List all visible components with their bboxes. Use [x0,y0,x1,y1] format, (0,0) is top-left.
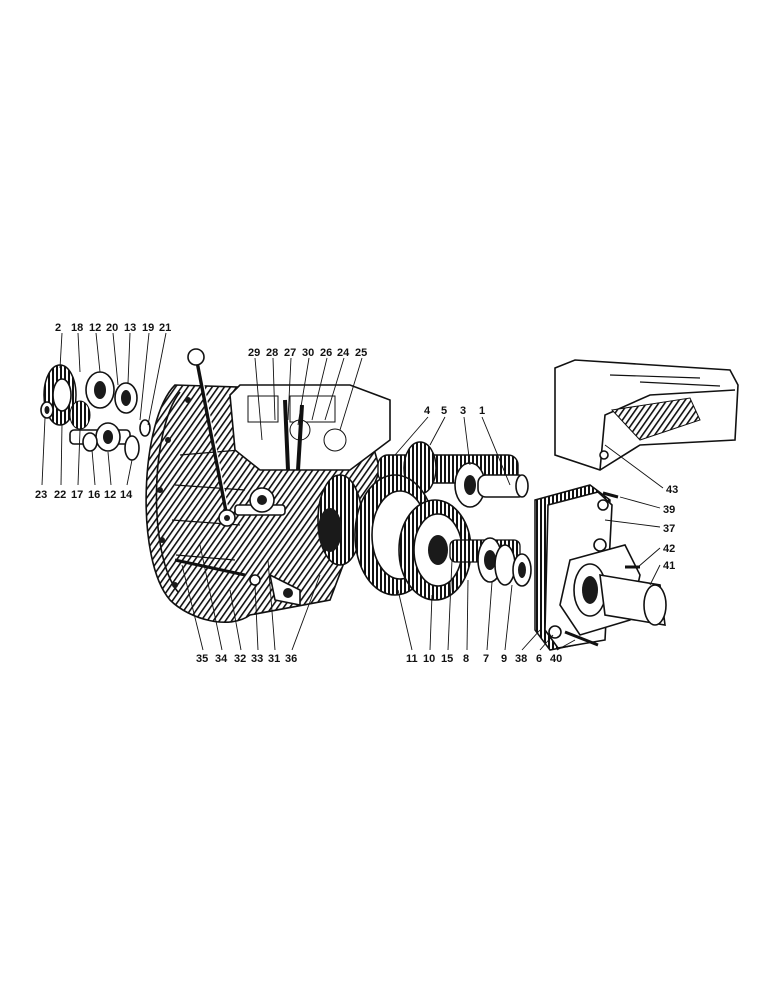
callout-29: 29 [248,347,260,359]
callout-9: 9 [501,653,507,665]
leader-lines [41,332,664,651]
callout-12: 12 [89,322,101,334]
callout-4: 4 [424,405,431,417]
left-gear-cluster [40,364,151,461]
callout-labels: 2 18 12 20 13 19 21 29 28 27 30 26 24 25… [35,322,678,665]
callout-15: 15 [441,653,453,665]
shaft-gear-set [354,441,532,601]
callout-10: 10 [423,653,435,665]
callout-19: 19 [142,322,154,334]
callout-35: 35 [196,653,208,665]
callout-42: 42 [663,543,675,555]
callout-12b: 12 [104,489,116,501]
gear-lever [174,348,286,577]
callout-37: 37 [663,523,675,535]
callout-34: 34 [215,653,228,665]
callout-27: 27 [284,347,296,359]
callout-14: 14 [120,489,133,501]
callout-40: 40 [550,653,562,665]
callout-8: 8 [463,653,469,665]
callout-41: 41 [663,560,675,572]
callout-32: 32 [234,653,246,665]
callout-33: 33 [251,653,263,665]
cover-plate [534,484,667,651]
callout-36: 36 [285,653,297,665]
callout-23: 23 [35,489,47,501]
callout-30: 30 [302,347,314,359]
callout-22: 22 [54,489,66,501]
callout-20: 20 [106,322,118,334]
callout-38: 38 [515,653,527,665]
callout-2: 2 [55,322,61,334]
callout-18: 18 [71,322,83,334]
callout-17: 17 [71,489,83,501]
callout-16: 16 [88,489,100,501]
callout-7: 7 [483,653,489,665]
callout-26: 26 [320,347,332,359]
callout-25: 25 [355,347,367,359]
callout-28: 28 [266,347,278,359]
callout-6: 6 [536,653,542,665]
callout-24: 24 [337,347,350,359]
callout-43: 43 [666,484,678,496]
callout-39: 39 [663,504,675,516]
callout-1: 1 [479,405,485,417]
callout-5: 5 [441,405,447,417]
callout-21: 21 [159,322,171,334]
callout-13: 13 [124,322,136,334]
callout-31: 31 [268,653,280,665]
callout-3: 3 [460,405,466,417]
pto-guard [554,359,739,471]
callout-11: 11 [406,653,418,665]
